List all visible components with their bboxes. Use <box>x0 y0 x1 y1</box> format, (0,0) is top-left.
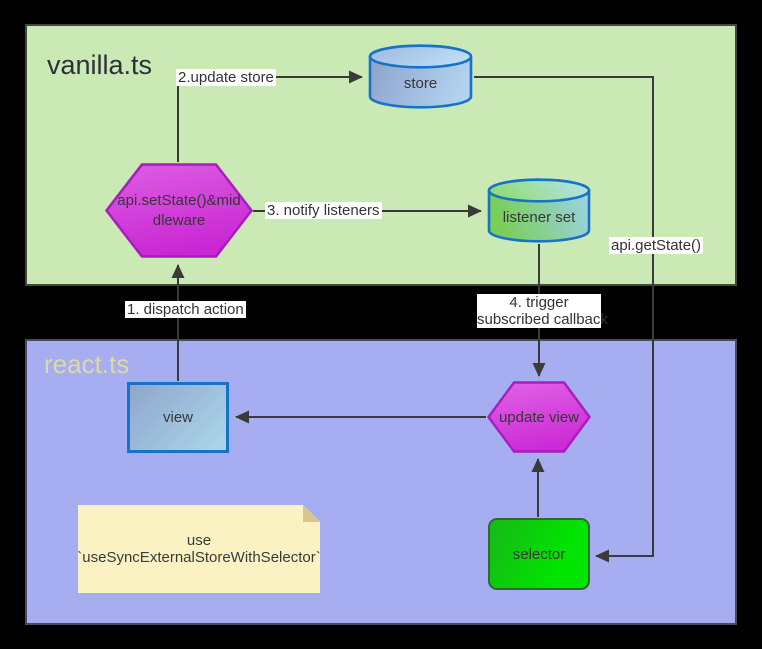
selector-label: selector <box>512 545 566 563</box>
node-listener-set: listener set <box>486 177 592 244</box>
edge-label-get-state: api.getState() <box>609 237 704 254</box>
edge-label-trigger-line-1: 4. trigger <box>509 294 569 311</box>
edge-label-trigger-callback: 4. trigger subscribed callback <box>477 294 608 328</box>
arrow-get-state <box>474 76 654 563</box>
store-label: store <box>403 74 438 92</box>
view-label: view <box>162 409 193 426</box>
middleware-label: api.setState()&middleware <box>117 191 241 229</box>
edge-label-notify-listeners: 3. notify listeners <box>265 202 382 219</box>
store-cylinder-shape <box>368 44 473 109</box>
note-line-2: `useSyncExternalStoreWithSelector` <box>77 549 321 566</box>
update-view-label: update view <box>498 408 580 426</box>
arrow-update-store <box>177 70 363 162</box>
edge-label-trigger-line-2: subscribed callback <box>477 311 608 328</box>
edge-label-update-store: 2.update store <box>176 69 276 86</box>
note-use-sync-external-store: use `useSyncExternalStoreWithSelector` <box>78 505 320 593</box>
node-selector: selector <box>488 518 590 590</box>
node-view: view <box>127 382 229 453</box>
update-view-hexagon-shape <box>487 381 591 453</box>
container-react-ts: react.ts <box>25 339 737 625</box>
node-middleware: api.setState()&middleware <box>105 163 253 258</box>
node-store: store <box>367 43 474 110</box>
middleware-hexagon-shape <box>105 163 253 258</box>
vanilla-ts-title: vanilla.ts <box>47 50 153 80</box>
note-fold-corner <box>303 505 320 522</box>
node-update-view: update view <box>487 381 591 453</box>
react-ts-title: react.ts <box>44 349 130 379</box>
listener-set-cylinder-shape <box>487 178 591 243</box>
note-line-1: use <box>186 532 212 549</box>
listener-set-label: listener set <box>502 208 576 226</box>
edge-label-dispatch-action: 1. dispatch action <box>125 301 246 318</box>
